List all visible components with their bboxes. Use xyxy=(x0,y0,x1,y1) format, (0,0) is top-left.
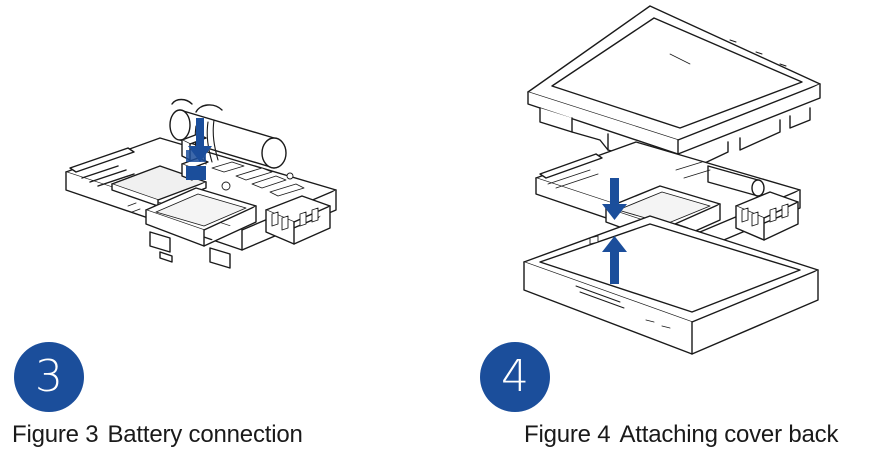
backup-battery-assembled xyxy=(675,161,765,197)
figure-3-label: Figure 3 xyxy=(12,421,99,448)
pin-connector-assembled xyxy=(735,191,799,241)
gnss-module xyxy=(145,187,257,247)
figure-3-title: Battery connection xyxy=(107,421,303,448)
figure-3-illustration xyxy=(65,98,337,269)
step-4-badge: 4 xyxy=(480,342,550,412)
pin-connector xyxy=(265,195,331,245)
figure-4-illustration xyxy=(523,5,821,355)
step-4-number: 4 xyxy=(501,351,529,402)
figure-4-title: Attaching cover back xyxy=(619,421,839,448)
figure-3: 3 Figure 3 Battery connection xyxy=(0,0,440,455)
figure-4-label: Figure 4 xyxy=(524,421,611,448)
figure-3-caption: Figure 3 Battery connection xyxy=(12,421,303,449)
step-3-number: 3 xyxy=(35,351,63,402)
top-cover xyxy=(527,5,821,187)
bottom-case xyxy=(523,215,819,355)
figure-4: 4 Figure 4 Attaching cover back xyxy=(440,0,883,455)
press-arrow-up xyxy=(602,236,627,284)
insert-arrow-down xyxy=(186,118,212,180)
figure-4-caption: Figure 4 Attaching cover back xyxy=(524,421,838,449)
step-3-badge: 3 xyxy=(14,342,84,412)
press-arrow-down xyxy=(602,178,627,220)
board-components xyxy=(127,161,305,213)
